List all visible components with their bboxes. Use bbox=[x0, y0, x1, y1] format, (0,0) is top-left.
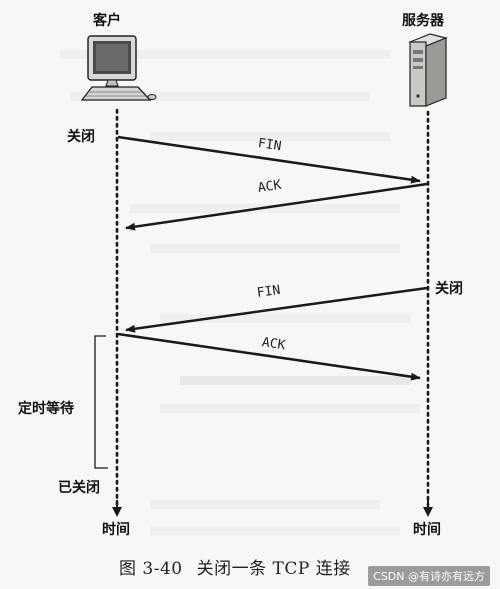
figure-caption: 图 3-40 关闭一条 TCP 连接 bbox=[119, 554, 351, 579]
client-label: 客户 bbox=[93, 13, 121, 29]
csdn-watermark: CSDN @有诗亦有远方 bbox=[368, 566, 490, 586]
server-tower-icon bbox=[408, 33, 448, 107]
client-timed-wait-label: 定时等待 bbox=[18, 401, 74, 417]
client-closed-label: 已关闭 bbox=[58, 480, 100, 496]
ack-arrow-server-to-client bbox=[125, 182, 428, 231]
client-close-label: 关闭 bbox=[67, 129, 95, 145]
ack-label-2: ACK bbox=[260, 335, 287, 354]
fin-arrow-server-to-client bbox=[125, 286, 428, 333]
fin-arrow-client-to-server bbox=[117, 135, 421, 184]
fin-label-1: FIN bbox=[256, 136, 283, 155]
ack-arrow-client-to-server bbox=[117, 332, 421, 381]
timed-wait-bracket bbox=[94, 335, 108, 469]
server-close-label: 关闭 bbox=[435, 281, 463, 297]
server-time-label: 时间 bbox=[413, 522, 441, 538]
fin-label-2: FIN bbox=[255, 282, 282, 301]
figure-title: 关闭一条 TCP 连接 bbox=[196, 559, 351, 579]
figure-number: 图 3-40 bbox=[119, 559, 183, 579]
desktop-computer-icon bbox=[80, 35, 157, 101]
client-time-label: 时间 bbox=[102, 522, 130, 538]
server-label: 服务器 bbox=[402, 13, 444, 29]
